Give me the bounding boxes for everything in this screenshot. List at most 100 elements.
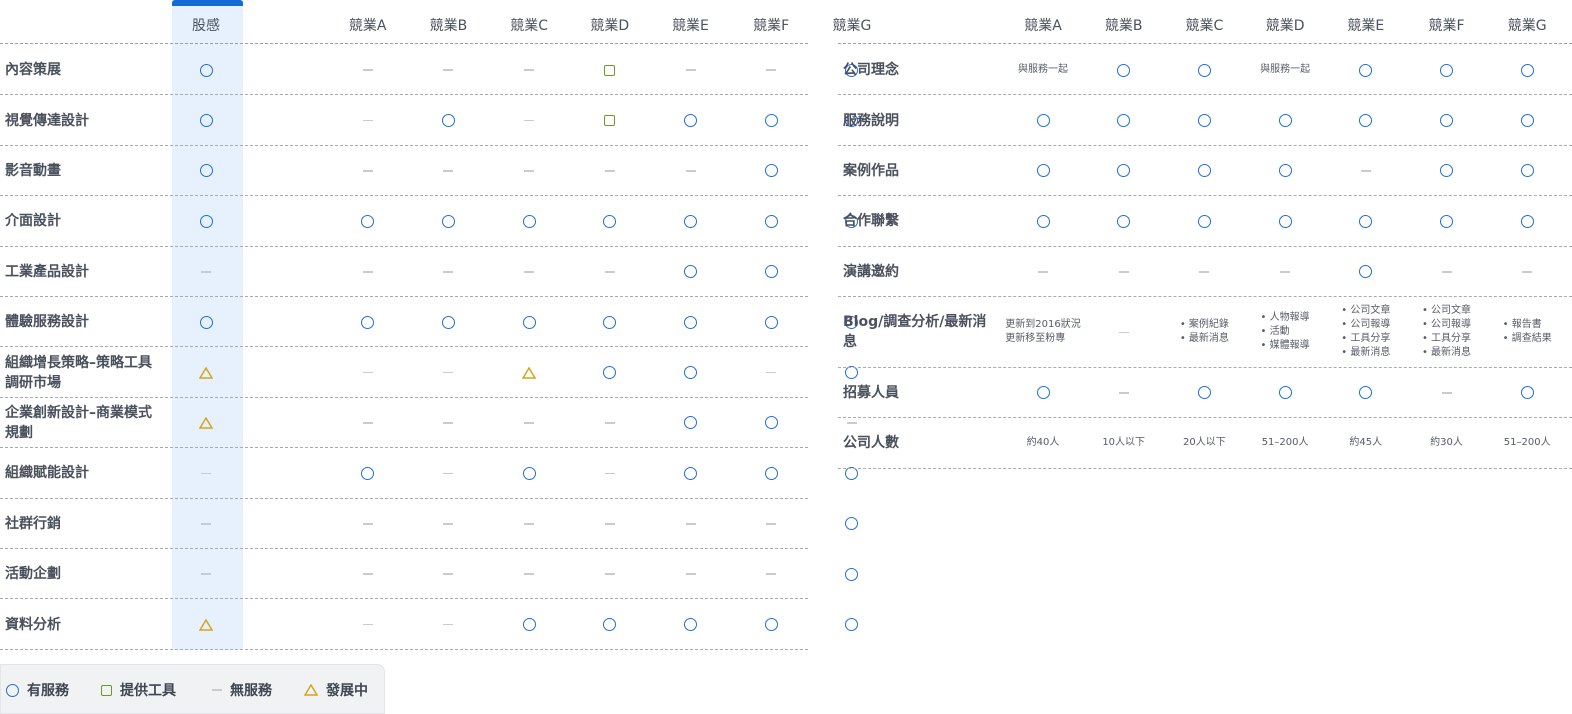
column-header: 競業E: [1347, 18, 1385, 34]
table-cell: [408, 146, 488, 196]
column-header: 競業A: [348, 18, 387, 34]
table-cell: [408, 398, 488, 448]
table-cell: [570, 448, 650, 498]
circle-icon: [764, 466, 778, 480]
table-row: 演講邀約: [838, 247, 1572, 297]
dash-icon: [524, 69, 535, 71]
dash-icon: [443, 271, 454, 273]
table-cell: [651, 297, 731, 347]
table-cell: [166, 95, 246, 145]
circle-icon: [603, 214, 617, 228]
table-cell: 人物報導活動媒體報導: [1245, 297, 1325, 368]
bullet-list: 公司文章公司報導工具分享最新消息: [1422, 304, 1471, 360]
table-row: 社群行銷: [0, 499, 859, 549]
table-cell: 約45人: [1326, 418, 1406, 469]
table-cell: [1164, 247, 1244, 297]
table-cell: [166, 297, 246, 347]
row-label: 工業產品設計: [5, 263, 89, 280]
circle-icon: [1197, 63, 1211, 77]
bullet-item: 工具分享: [1341, 332, 1390, 346]
circle-icon: [1440, 114, 1453, 128]
bullet-item: 媒體報導: [1261, 339, 1310, 353]
table-row: 公司理念與服務一起與服務一起: [838, 45, 1572, 96]
bullet-item: 最新消息: [1180, 332, 1229, 346]
row-divider: [0, 94, 808, 96]
bullet-item: 案例紀錄: [1180, 318, 1229, 332]
triangle-icon: [199, 416, 213, 429]
table-cell: 與服務一起: [1003, 45, 1083, 95]
dash-icon: [1118, 331, 1129, 333]
circle-icon: [6, 683, 19, 697]
dash-icon: [766, 523, 777, 525]
table-cell: [1084, 95, 1164, 145]
table-cell: [328, 549, 408, 599]
table-cell: [812, 549, 892, 599]
circle-icon: [441, 214, 455, 228]
table-cell: [1326, 196, 1406, 246]
circle-icon: [1520, 214, 1534, 228]
row-label: 案例作品: [843, 162, 899, 179]
table-cell: [1084, 297, 1164, 368]
square-icon: [101, 684, 112, 696]
table-cell: [651, 347, 731, 397]
dash-icon: [201, 472, 211, 475]
row-divider: [0, 144, 808, 146]
table-row: 活動企劃: [0, 549, 859, 600]
dash-icon: [604, 422, 615, 424]
column-header: 股感: [192, 18, 220, 34]
circle-icon: [441, 315, 455, 329]
dash-icon: [524, 119, 535, 122]
circle-icon: [684, 315, 697, 329]
table-cell: [651, 499, 731, 549]
dash-icon: [443, 472, 454, 475]
table-cell: 報告書調查結果: [1487, 297, 1567, 368]
table-cell: [731, 95, 811, 145]
table-cell: [328, 45, 408, 95]
table-cell: [812, 499, 892, 549]
table-cell: [731, 599, 811, 649]
table-cell: [731, 196, 811, 246]
table-cell: 20人以下: [1164, 418, 1244, 469]
dash-icon: [524, 271, 535, 273]
column-header: 競業G: [1507, 18, 1547, 34]
table-cell: [166, 448, 246, 498]
circle-icon: [1520, 63, 1534, 77]
row-label: 公司人數: [843, 435, 899, 452]
table-cell: [489, 146, 569, 196]
table-cell: [651, 599, 731, 649]
circle-icon: [199, 164, 213, 178]
table-cell: 與服務一起: [1245, 45, 1325, 95]
dash-icon: [362, 523, 373, 525]
table-cell: [570, 599, 650, 649]
circle-icon: [684, 466, 697, 480]
table-cell: [1326, 368, 1406, 419]
circle-icon: [1440, 164, 1453, 178]
table-cell: [1084, 146, 1164, 196]
dash-icon: [1441, 392, 1452, 394]
row-divider: [0, 648, 808, 650]
table-cell: [408, 95, 488, 145]
header-divider: [0, 43, 808, 44]
row-label: 介面設計: [5, 213, 61, 230]
row-label: 招募人員: [843, 384, 899, 401]
table-cell: [651, 549, 731, 599]
cell-text: 更新到2016狀況 更新移至粉專: [1005, 319, 1081, 345]
legend-has-service: 有服務: [6, 681, 69, 699]
circle-icon: [764, 164, 778, 178]
bullet-item: 公司文章: [1341, 304, 1390, 318]
table-cell: [328, 146, 408, 196]
legend-provides-tool: 提供工具: [101, 681, 176, 699]
dash-icon: [362, 422, 373, 424]
column-header: 競業A: [1024, 18, 1062, 34]
circle-icon: [603, 618, 617, 632]
circle-icon: [1278, 114, 1292, 128]
dash-icon: [685, 170, 696, 172]
bullet-item: 公司報導: [1341, 318, 1390, 332]
circle-icon: [1440, 214, 1453, 228]
table-cell: [1245, 95, 1325, 145]
table-cell: [1487, 247, 1567, 297]
column-header: 競業B: [429, 18, 468, 34]
dash-icon: [443, 573, 454, 575]
